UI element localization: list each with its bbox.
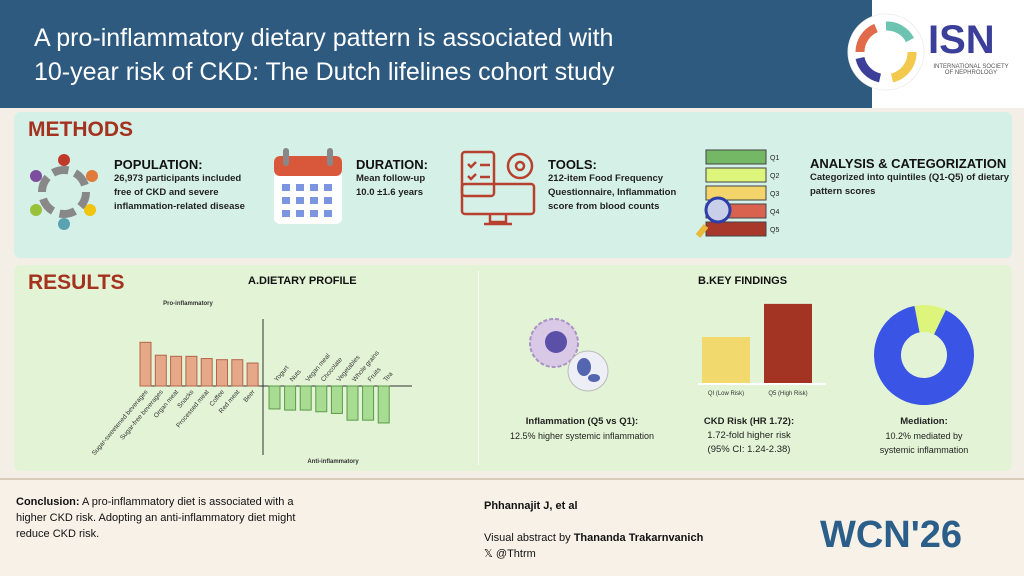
ckd-bar-q1 bbox=[702, 337, 750, 383]
bar-vegan-meal bbox=[299, 385, 312, 411]
bar-vegetables bbox=[330, 385, 343, 414]
category-label: Beer bbox=[242, 388, 257, 404]
ckd-bar-q5 bbox=[764, 303, 812, 383]
bar-tea bbox=[377, 385, 390, 424]
bar-whole-grains bbox=[346, 385, 359, 421]
header: A pro-inflammatory dietary pattern is as… bbox=[0, 0, 1024, 108]
quintile-label: Q1 bbox=[770, 155, 779, 162]
magnifier-lens bbox=[704, 196, 732, 224]
conclusion-text: Conclusion: A pro-inflammatory diet is a… bbox=[16, 496, 296, 540]
dietary-profile-title: A.DIETARY PROFILE bbox=[248, 275, 357, 287]
bar-yogurt bbox=[268, 385, 281, 410]
methods-panel: METHODS POPULATION: 26,973 participants … bbox=[14, 112, 1012, 258]
wcn26-logo: WCN'26 bbox=[820, 514, 963, 556]
questionnaire-computer-icon bbox=[460, 150, 536, 226]
quintile-bar bbox=[705, 185, 767, 201]
non-mediated-slice bbox=[874, 305, 974, 405]
quintile-label: Q4 bbox=[770, 209, 779, 216]
magnifier-handle bbox=[695, 224, 709, 238]
ckd-finding: CKD Risk (HR 1.72): 1.72-fold higher ris… bbox=[703, 416, 795, 455]
analysis-block: ANALYSIS & CATEGORIZATION Categorized in… bbox=[810, 156, 1009, 197]
calendar-icon bbox=[274, 148, 342, 224]
bar-coffee bbox=[216, 359, 228, 387]
results-title: RESULTS bbox=[28, 271, 125, 294]
inflammation-finding: Inflammation (Q5 vs Q1): 12.5% higher sy… bbox=[509, 416, 655, 441]
bar-red-meat bbox=[231, 359, 244, 387]
category-label: Yogurt bbox=[273, 364, 290, 383]
authors: Phhannajit J, et al bbox=[484, 500, 578, 512]
anti-inflammatory-label: Anti-inflammatory bbox=[307, 459, 359, 465]
category-label: Fruits bbox=[367, 366, 383, 384]
quintile-label: Q5 bbox=[770, 227, 779, 234]
immune-cells-icon bbox=[529, 318, 609, 392]
people-circle-icon bbox=[30, 154, 98, 230]
population-block: POPULATION: 26,973 participants included… bbox=[114, 157, 245, 212]
footer: Conclusion: A pro-inflammatory diet is a… bbox=[0, 478, 1024, 576]
bar-beer bbox=[246, 362, 259, 387]
ckd-risk-chart: QI (Low Risk) Q5 (High Risk) bbox=[698, 303, 826, 397]
bar-sugar-sweetened-beverages bbox=[139, 341, 152, 387]
title-line-1: A pro-inflammatory dietary pattern is as… bbox=[34, 24, 614, 52]
twitter-handle[interactable]: 𝕏 @Thtrm bbox=[484, 548, 536, 560]
isn-logo-icon bbox=[847, 13, 925, 91]
section-divider bbox=[478, 271, 479, 465]
bar-processed-meat bbox=[200, 358, 213, 387]
quintile-label: Q3 bbox=[770, 191, 779, 198]
category-label: Sugar-sweetened beverages bbox=[91, 388, 150, 457]
results-panel: RESULTS A.DIETARY PROFILE B.KEY FINDINGS… bbox=[14, 265, 1012, 471]
quintile-label: Q2 bbox=[770, 173, 779, 180]
ckd-bar-label: Q5 (High Risk) bbox=[768, 391, 807, 397]
mediated-slice bbox=[914, 305, 946, 335]
quintile-bar bbox=[705, 221, 767, 237]
bar-sugar-free-beverages bbox=[154, 354, 167, 387]
bar-organ-meat bbox=[170, 355, 183, 387]
bar-chocolate bbox=[315, 385, 328, 413]
title-band bbox=[0, 0, 872, 108]
bar-nuts bbox=[284, 385, 297, 411]
visual-abstract-credit: Visual abstract by Thananda Trakarnvanic… bbox=[484, 532, 704, 544]
x-logo-icon: 𝕏 bbox=[484, 548, 496, 560]
quintile-bar bbox=[705, 167, 767, 183]
pro-inflammatory-label: Pro-inflammatory bbox=[163, 301, 213, 307]
category-label: Nuts bbox=[289, 368, 303, 383]
methods-title: METHODS bbox=[28, 118, 133, 141]
category-label: Tea bbox=[382, 370, 394, 383]
quintile-bar bbox=[705, 149, 767, 165]
bar-fruits bbox=[362, 385, 375, 421]
key-findings-title: B.KEY FINDINGS bbox=[698, 275, 788, 287]
ckd-bar-label: QI (Low Risk) bbox=[708, 391, 744, 397]
title-line-2: 10-year risk of CKD: The Dutch lifelines… bbox=[34, 58, 615, 86]
bar-snacks bbox=[185, 355, 198, 387]
isn-logo-text: ISN bbox=[928, 18, 995, 62]
mediation-donut-chart bbox=[874, 305, 974, 405]
